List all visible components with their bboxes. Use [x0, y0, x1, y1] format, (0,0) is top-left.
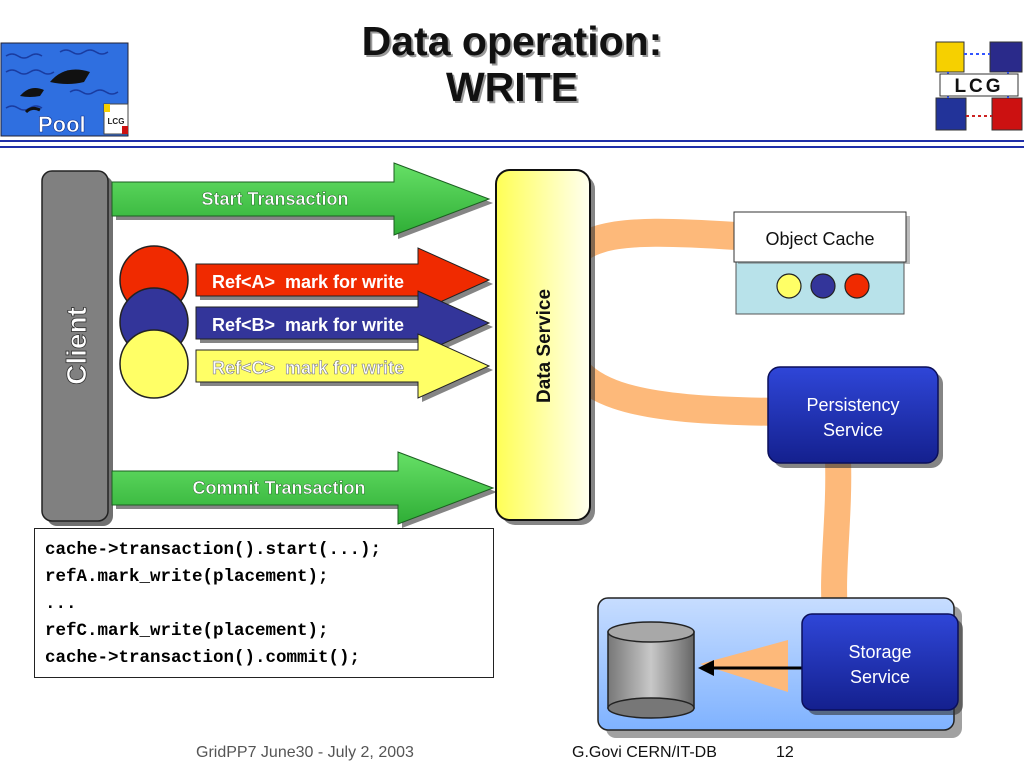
- start-transaction-label: Start Transaction: [201, 189, 348, 209]
- footer-author: G.Govi CERN/IT-DB: [572, 744, 717, 761]
- commit-transaction-arrow: Commit Transaction: [111, 451, 497, 528]
- cached-ref-b-circle: [810, 273, 836, 299]
- ref-a-arrow: Ref<A> mark for write: [195, 247, 493, 316]
- data-service-label: Data Service: [534, 289, 555, 403]
- object-cache: Object Cache: [733, 211, 910, 315]
- storage-flow-chevron: [700, 640, 788, 692]
- ref-c-label: Ref<C> mark for write: [212, 358, 404, 378]
- header-rule-top: [0, 140, 1024, 142]
- code-line: refA.mark_write(placement);: [45, 567, 329, 587]
- persistency-service: Persistency Service: [767, 366, 943, 468]
- ref-c-arrow: Ref<C> mark for write: [195, 333, 493, 402]
- storage-label-line2: Service: [850, 667, 910, 687]
- ref-c-circle: [119, 329, 189, 399]
- database-icon: [607, 621, 695, 719]
- code-line: cache->transaction().start(...);: [45, 540, 382, 560]
- data-service-box: [495, 169, 591, 521]
- storage-label-line1: Storage: [848, 642, 911, 662]
- footer-page-number: 12: [776, 744, 794, 761]
- pool-badge-text: LCG: [108, 117, 125, 126]
- code-line: cache->transaction().commit();: [45, 648, 361, 668]
- object-cache-header: [733, 211, 907, 263]
- persistency-label-line1: Persistency: [806, 395, 899, 415]
- lcg-logo-text: LCG: [954, 76, 1003, 97]
- code-line: ...: [45, 594, 77, 614]
- storage-write-arrow: [698, 660, 806, 676]
- header-rule-bottom: [0, 146, 1024, 148]
- client-label: Client: [61, 307, 92, 385]
- start-transaction-arrow: Start Transaction: [111, 162, 493, 239]
- storage-service: Storage Service: [801, 613, 963, 715]
- commit-transaction-label: Commit Transaction: [192, 478, 365, 498]
- object-cache-label: Object Cache: [765, 229, 874, 249]
- slide-title-line2: WRITE: [445, 64, 579, 110]
- ref-b-label: Ref<B> mark for write: [212, 315, 404, 335]
- footer-event: GridPP7 June30 - July 2, 2003: [196, 744, 414, 761]
- pool-logo: LCG Pool: [0, 42, 129, 137]
- cached-ref-c-circle: [776, 273, 802, 299]
- lcg-logo: LCG: [935, 41, 1023, 131]
- slide-title-line1: Data operation:: [361, 18, 663, 64]
- ref-a-label: Ref<A> mark for write: [212, 272, 404, 292]
- client-bar: [41, 170, 109, 522]
- cached-ref-a-circle: [844, 273, 870, 299]
- slide-title: Data operation: WRITE: [200, 18, 824, 110]
- code-snippet: cache->transaction().start(...); refA.ma…: [34, 528, 494, 678]
- pool-logo-text: Pool: [38, 112, 86, 137]
- code-line: refC.mark_write(placement);: [45, 621, 329, 641]
- persistency-label-line2: Service: [823, 420, 883, 440]
